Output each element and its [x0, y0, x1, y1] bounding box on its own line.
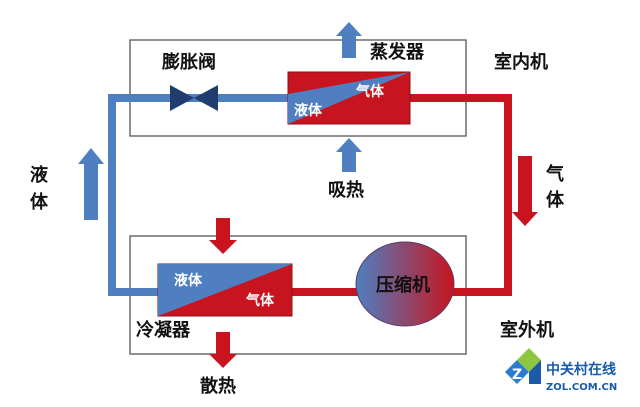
condenser-liquid-label: 液体 — [174, 272, 203, 289]
compressor-label: 压缩机 — [376, 274, 430, 296]
heat-release-label: 散热 — [200, 375, 236, 397]
heat-absorb-label: 吸热 — [328, 179, 364, 201]
gas-pipe — [410, 94, 512, 296]
indoor-unit-label: 室内机 — [494, 51, 548, 73]
outdoor-unit-label: 室外机 — [500, 319, 554, 341]
logo-brand: 中关村在线 — [546, 361, 616, 378]
evaporator-outflow-arrow — [336, 22, 362, 58]
condenser-label: 冷凝器 — [136, 319, 191, 341]
heat-absorb-arrow — [336, 138, 362, 172]
liquid-pipe — [108, 94, 288, 296]
svg-text:Z: Z — [512, 367, 522, 383]
zol-z-icon: Z — [505, 348, 541, 384]
evaporator-label: 蒸发器 — [370, 41, 425, 63]
expansion-valve-label: 膨胀阀 — [161, 51, 216, 73]
zol-logo: Z 中关村在线 ZOL.COM.CN — [505, 348, 617, 393]
condenser-block — [157, 263, 293, 317]
logo-domain: ZOL.COM.CN — [546, 382, 617, 393]
gas-direction-arrow — [512, 156, 538, 226]
left-flow-label-1: 液 — [30, 164, 49, 186]
right-flow-label-1: 气 — [545, 163, 564, 185]
heat-release-arrow — [209, 332, 237, 368]
liquid-direction-arrow — [78, 148, 104, 220]
indoor-unit-box — [129, 39, 467, 137]
condenser-gas-label: 气体 — [245, 292, 275, 309]
evaporator-block — [287, 71, 411, 125]
right-flow-label-2: 体 — [546, 189, 565, 211]
compressor — [355, 241, 455, 327]
expansion-valve — [170, 85, 218, 111]
evaporator-gas-label: 气体 — [355, 83, 385, 100]
condenser-inflow-arrow — [209, 218, 237, 254]
left-flow-label-2: 体 — [30, 191, 49, 213]
evaporator-liquid-label: 液体 — [294, 102, 323, 119]
